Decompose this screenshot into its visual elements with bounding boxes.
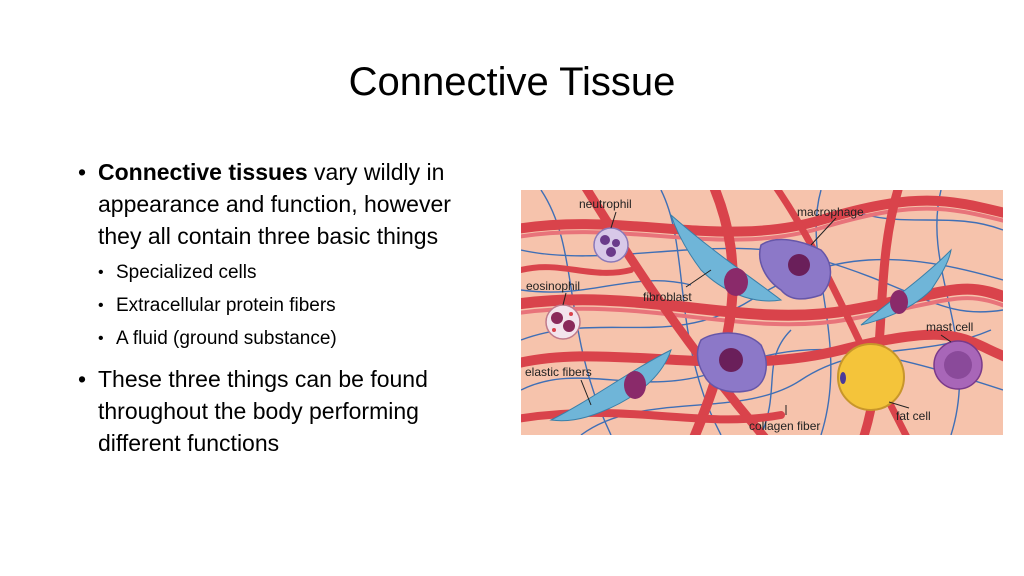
leader-lines [562, 211, 952, 415]
bullet-icon: • [98, 330, 104, 347]
sub-bullet-text: Extracellular protein fibers [116, 295, 336, 316]
fibroblast-cells [549, 213, 952, 422]
label-fibroblast: fibroblast [643, 290, 692, 304]
eosinophil-cell [545, 304, 581, 340]
sub-bullet-item: • A fluid (ground substance) [78, 322, 498, 355]
label-macrophage: macrophage [797, 205, 864, 219]
neutrophil-cell [593, 227, 629, 263]
label-mast-cell: mast cell [926, 320, 973, 334]
sub-bullet-text: Specialized cells [116, 262, 257, 283]
sub-bullet-text: A fluid (ground substance) [116, 328, 337, 349]
bullet-content: • Connective tissues vary wildly in appe… [78, 156, 498, 463]
bullet-icon: • [78, 366, 87, 392]
bullet-icon: • [98, 297, 104, 314]
label-neutrophil: neutrophil [579, 197, 632, 211]
sub-bullet-list: • Specialized cells • Extracellular protei… [78, 256, 498, 355]
sub-bullet-item: • Extracellular protein fibers [78, 289, 498, 322]
sub-bullet-item: • Specialized cells [78, 256, 498, 289]
label-eosinophil: eosinophil [526, 279, 580, 293]
bullet-icon: • [98, 264, 104, 281]
fat-cell [837, 343, 905, 411]
bullet-item: • Connective tissues vary wildly in appe… [78, 156, 498, 252]
slide-title: Connective Tissue [348, 60, 676, 104]
label-fat-cell: fat cell [896, 409, 931, 423]
bullet-bold-text: Connective tissues [98, 159, 308, 185]
mast-cell [933, 340, 983, 390]
tissue-diagram: neutrophil macrophage eosinophil fibrobl… [521, 190, 1003, 435]
label-collagen-fiber: collagen fiber [749, 419, 820, 433]
connective-tissue-illustration: neutrophil macrophage eosinophil fibrobl… [521, 190, 1003, 435]
bullet-text: These three things can be found througho… [98, 366, 428, 456]
macrophage-cells [696, 238, 832, 393]
bullet-icon: • [78, 159, 87, 185]
bullet-item: • These three things can be found throug… [78, 363, 498, 459]
label-elastic-fibers: elastic fibers [525, 365, 592, 379]
bullet-text: vary wildly in appearance and function, … [98, 159, 451, 249]
